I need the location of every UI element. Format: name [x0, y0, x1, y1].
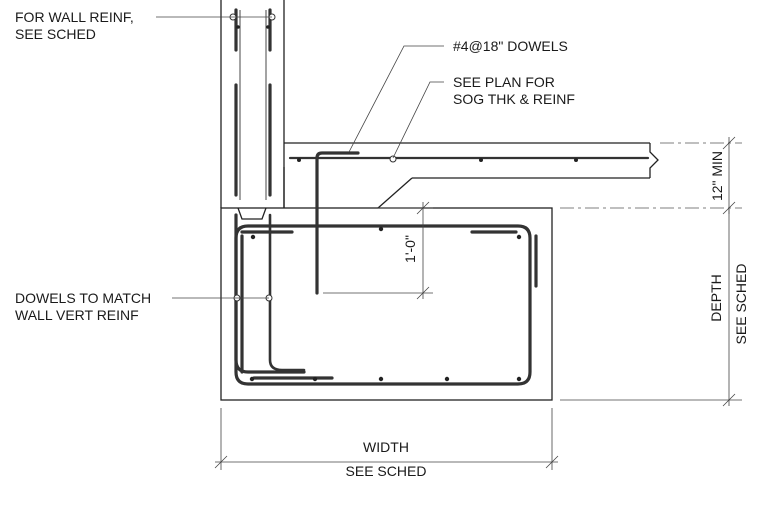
depth-label: DEPTH — [708, 274, 724, 321]
embed-label: 1'-0" — [402, 235, 418, 263]
width-label: WIDTH — [363, 439, 409, 455]
min-label: 12" MIN — [709, 151, 725, 201]
note-sog-line-2: SOG THK & REINF — [453, 91, 575, 107]
slab-on-grade — [283, 142, 659, 209]
depth-sched: SEE SCHED — [733, 264, 749, 345]
note-dowels-match-line-2: WALL VERT REINF — [15, 307, 139, 323]
note-leaders — [156, 16, 444, 299]
note-wall-reinf-line-1: FOR WALL REINF, — [15, 9, 134, 25]
dimension-lines — [214, 136, 742, 470]
dowels — [233, 151, 360, 374]
note-dowels: #4@18" DOWELS — [453, 38, 568, 54]
wall-section — [220, 0, 285, 220]
note-dowels-match-line-1: DOWELS TO MATCH — [15, 290, 151, 306]
note-wall-reinf-line-2: SEE SCHED — [15, 26, 96, 42]
width-sched: SEE SCHED — [346, 463, 427, 479]
note-sog-line-1: SEE PLAN FOR — [453, 74, 555, 90]
